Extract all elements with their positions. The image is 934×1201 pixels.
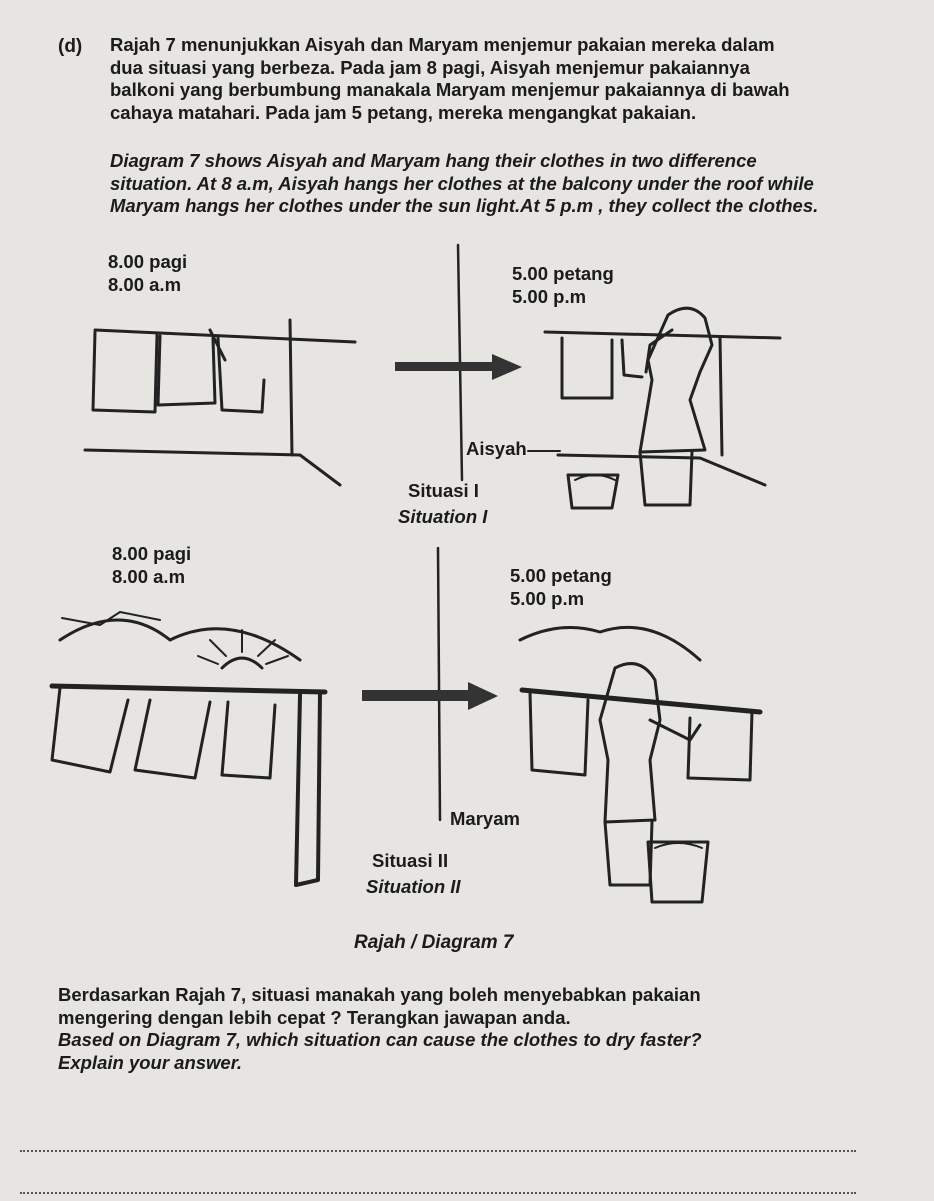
s1-time-morning-en: 8.00 a.m: [108, 274, 182, 295]
s2-right-cloth-2: [686, 710, 754, 782]
s2-cloth-1: [50, 686, 130, 774]
s2-time-morning-en: 8.00 a.m: [112, 566, 186, 587]
s1-arrow: [395, 354, 522, 380]
s2-post: [294, 690, 322, 887]
s2-right-cloth-1: [528, 690, 590, 777]
question-malay-line: mengering dengan lebih cepat ? Terangkan…: [58, 1006, 571, 1028]
s2-right-clothesline: [519, 687, 763, 715]
s2-time-evening-ms: 5.00 petang: [510, 565, 612, 586]
s2-clothesline: [49, 683, 328, 695]
answer-line[interactable]: [20, 1192, 856, 1194]
s2-cloth-2: [133, 698, 212, 780]
s2-hills: [58, 618, 302, 662]
s2-right-hills: [518, 625, 702, 662]
s1-right-cloth-1: [560, 336, 614, 400]
s1-right-post: [718, 336, 724, 457]
s2-time-evening: 5.00 petang 5.00 p.m: [510, 564, 612, 610]
question-malay-line: Berdasarkan Rajah 7, situasi manakah yan…: [58, 984, 701, 1005]
s1-peg: [208, 328, 227, 362]
question-number: (d): [58, 36, 83, 57]
intro-malay: Rajah 7 menunjukkan Aisyah dan Maryam me…: [110, 34, 910, 124]
intro-malay-line: dua situasi yang berbeza. Pada jam 8 pag…: [110, 56, 750, 78]
s1-post: [288, 318, 294, 457]
s1-time-evening: 5.00 petang 5.00 p.m: [512, 262, 614, 308]
intro-malay-line: balkoni yang berbumbung manakala Maryam …: [110, 79, 790, 100]
s1-roof-line: [93, 328, 357, 344]
s1-balcony-scene: [83, 318, 357, 487]
s1-balcony-floor: [83, 448, 342, 487]
s2-label-en: Situation II: [366, 876, 461, 897]
s2-bucket-handle: [654, 842, 703, 849]
s1-cloth-2: [156, 334, 217, 407]
s2-sun-scene: [49, 611, 328, 887]
maryam-skirt: [603, 820, 654, 887]
s1-aisyah-scene: [527, 306, 782, 510]
intro-english: Diagram 7 shows Aisyah and Maryam hang t…: [110, 150, 910, 218]
maryam-figure: [598, 662, 662, 824]
s1-cloth-3: [216, 336, 266, 414]
s1-label-en: Situation I: [398, 506, 488, 527]
answer-line[interactable]: [20, 1150, 856, 1152]
s1-time-evening-en: 5.00 p.m: [512, 286, 587, 307]
sun-icon: [197, 629, 289, 670]
s1-time-evening-ms: 5.00 petang: [512, 263, 614, 284]
question-english-line: Based on Diagram 7, which situation can …: [58, 1029, 702, 1050]
maryam-arm: [648, 718, 702, 742]
intro-malay-line: cahaya matahari. Pada jam 5 petang, mere…: [110, 101, 697, 123]
s1-time-morning: 8.00 pagi 8.00 a.m: [108, 250, 187, 296]
intro-english-line: situation. At 8 a.m, Aisyah hangs her cl…: [110, 172, 814, 194]
s1-right-floor: [556, 453, 767, 487]
s2-label-ms: Situasi II: [372, 850, 449, 871]
question-english-line: Explain your answer.: [58, 1051, 243, 1073]
s1-time-morning-ms: 8.00 pagi: [108, 251, 188, 272]
s2-bucket-icon: [646, 840, 710, 904]
aisyah-figure: [638, 306, 714, 454]
s2-arrow: [362, 682, 498, 710]
intro-english-line: Diagram 7 shows Aisyah and Maryam hang t…: [110, 150, 757, 171]
s1-cloth-1: [91, 330, 159, 414]
intro-english-line: Maryam hangs her clothes under the sun l…: [110, 195, 819, 216]
aisyah-skirt: [638, 450, 694, 507]
s2-cloth-3: [220, 700, 277, 780]
s2-time-evening-en: 5.00 p.m: [510, 588, 585, 609]
s2-divider: [436, 546, 442, 822]
s1-bucket-handle: [574, 474, 616, 481]
intro-malay-line: Rajah 7 menunjukkan Aisyah dan Maryam me…: [110, 34, 775, 55]
s1-person-name: Aisyah: [466, 438, 527, 459]
s2-bush: [61, 611, 161, 626]
question-text: Berdasarkan Rajah 7, situasi manakah yan…: [58, 984, 878, 1074]
diagram-title: Rajah / Diagram 7: [354, 932, 514, 953]
aisyah-arm: [644, 328, 674, 374]
s1-right-cloth-2: [620, 338, 644, 379]
s2-time-morning-ms: 8.00 pagi: [112, 543, 192, 564]
s2-time-morning: 8.00 pagi 8.00 a.m: [112, 542, 191, 588]
s2-maryam-scene: [518, 625, 763, 904]
s2-person-name: Maryam: [450, 808, 520, 829]
s1-label-ms: Situasi I: [408, 480, 479, 501]
